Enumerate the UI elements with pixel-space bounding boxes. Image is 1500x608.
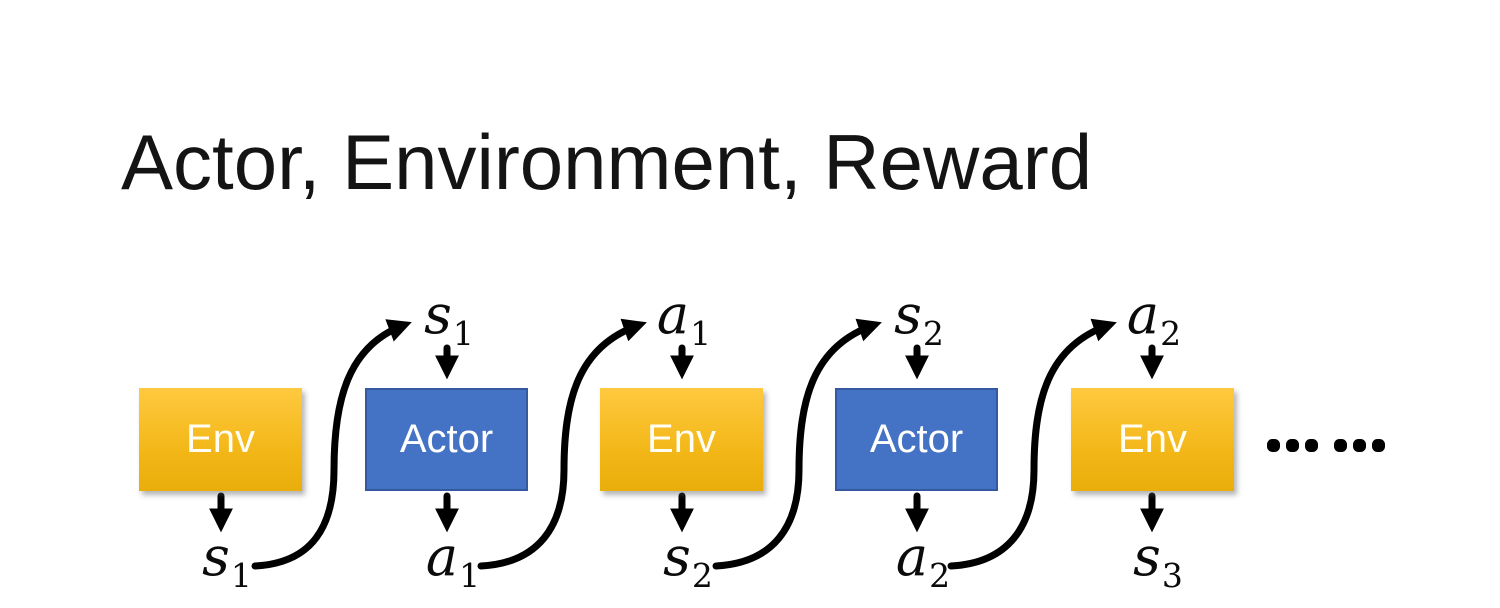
env-box-label: Env: [647, 417, 716, 461]
actor-box-label: Actor: [399, 417, 494, 461]
ellipsis: [1267, 438, 1391, 452]
env-box-label: Env: [1118, 417, 1187, 461]
dot-icon: [1334, 438, 1347, 452]
env-box-1: Env: [139, 388, 302, 491]
env-box-label: Env: [186, 417, 255, 461]
action-label-a1-bottom: a1: [425, 525, 481, 595]
dot-icon: [1353, 438, 1366, 452]
state-label-s2-top: s2: [894, 283, 944, 353]
state-label-s1-top: s1: [424, 283, 474, 353]
action-label-a2-bottom: a2: [895, 525, 951, 595]
dot-icon: [1372, 438, 1385, 452]
dot-icon: [1286, 438, 1299, 452]
dot-icon: [1305, 438, 1318, 452]
actor-box-2: Actor: [835, 388, 998, 491]
state-label-s3-bottom: s3: [1133, 525, 1183, 595]
action-label-a1-top: a1: [656, 283, 712, 353]
dot-icon: [1267, 438, 1280, 452]
actor-box-1: Actor: [365, 388, 528, 491]
action-label-a2-top: a2: [1126, 283, 1182, 353]
env-box-3: Env: [1071, 388, 1234, 491]
state-label-s2-bottom: s2: [663, 525, 713, 595]
state-label-s1-bottom: s1: [202, 525, 252, 595]
actor-box-label: Actor: [869, 417, 964, 461]
page-title: Actor, Environment, Reward: [121, 118, 1093, 206]
env-box-2: Env: [600, 388, 763, 491]
